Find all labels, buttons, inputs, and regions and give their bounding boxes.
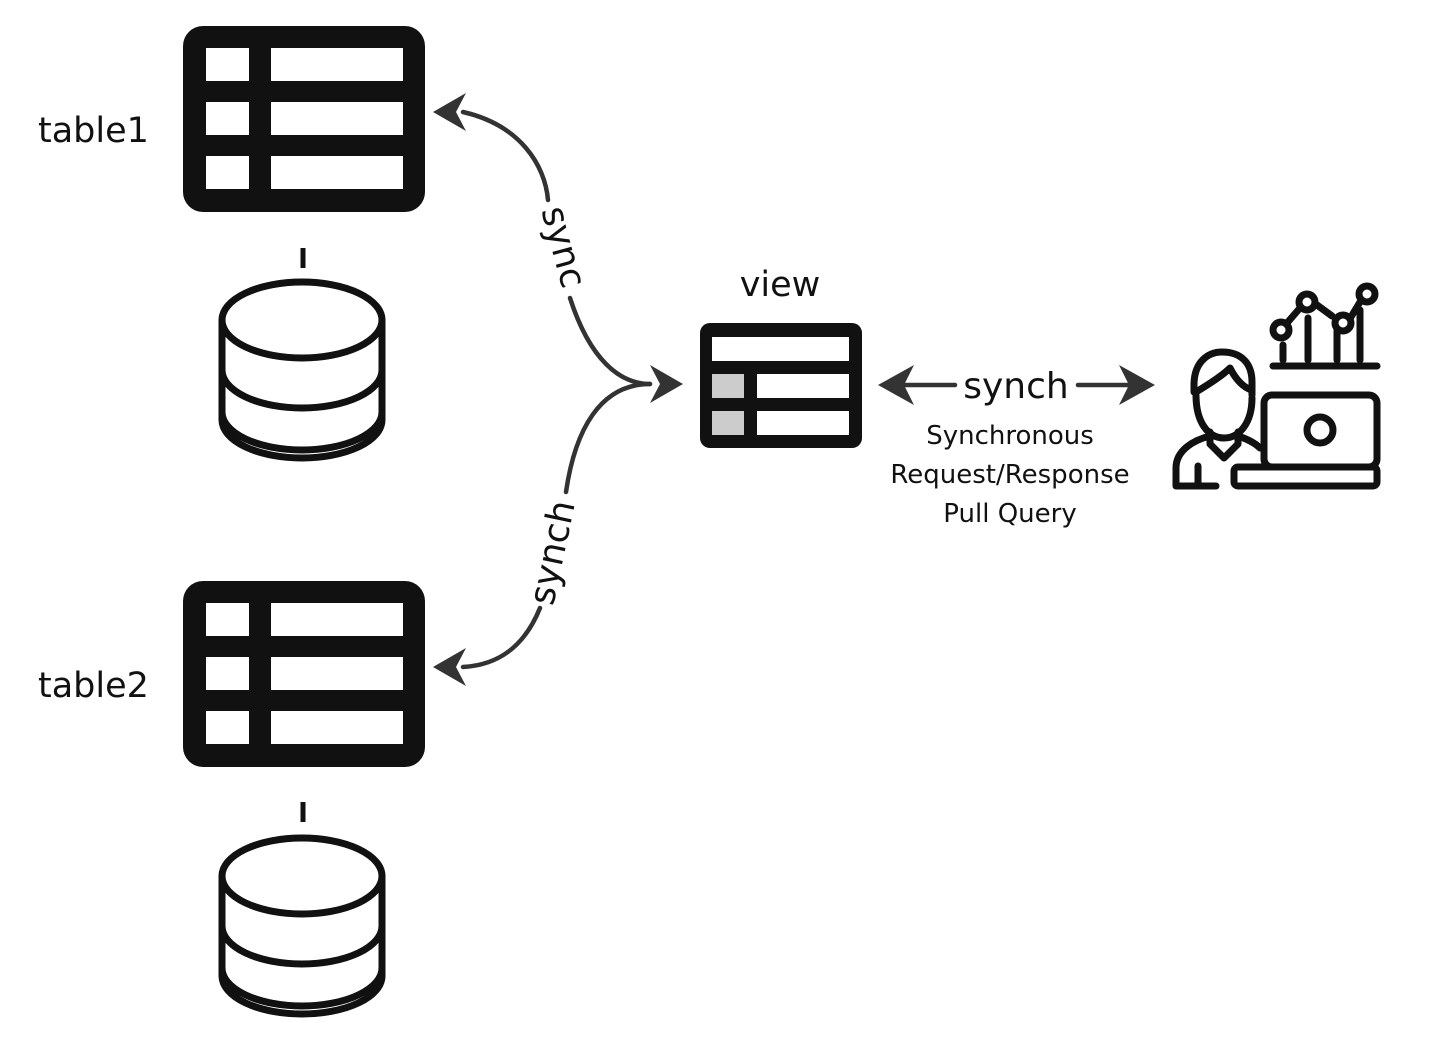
arrowhead-icon (1119, 365, 1155, 405)
view-node: view (700, 265, 862, 448)
view-table-icon (700, 323, 862, 448)
user-analytics-icon (1172, 282, 1381, 490)
edge-description-line: Request/Response (890, 460, 1129, 490)
connector-line (563, 381, 653, 495)
database-icon (218, 834, 386, 1018)
table1-label: table1 (38, 111, 149, 151)
edge-description-line: Pull Query (943, 499, 1076, 529)
edge-view-user: synch Synchronous Request/Response Pull … (878, 365, 1155, 529)
arrowhead-icon (878, 365, 914, 405)
table2-label: table2 (38, 666, 149, 706)
person-icon (1172, 348, 1264, 490)
table2-node: table2 (38, 581, 425, 1018)
edge-label: synch (522, 497, 584, 609)
edge-label: sync (533, 202, 594, 292)
view-label: view (740, 265, 821, 305)
connector-line (460, 605, 543, 670)
edge-table1-view: sync (433, 93, 653, 387)
connector-line (460, 109, 551, 203)
table1-node: table1 (38, 26, 425, 462)
database-icon (218, 278, 386, 462)
laptop-icon (1230, 391, 1381, 490)
connector-line (567, 295, 653, 387)
edge-table2-view: synch (433, 365, 683, 686)
table-icon (183, 26, 425, 212)
arrowhead-icon (433, 648, 466, 686)
arrowhead-icon (433, 93, 466, 131)
arrowhead-icon (650, 365, 683, 403)
table-icon (183, 581, 425, 767)
edge-description-line: Synchronous (926, 421, 1094, 451)
line-chart-icon (1269, 282, 1381, 370)
edge-label: synch (963, 366, 1069, 407)
